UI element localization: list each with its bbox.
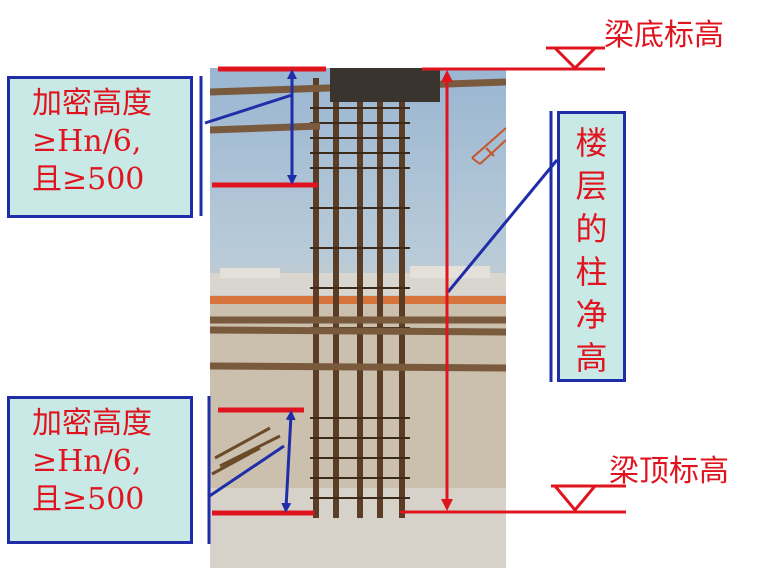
beam-top-elevation-label: 梁顶标高 — [609, 454, 729, 489]
clear-height-leader — [446, 159, 559, 293]
note-line: 加密高度 — [32, 86, 152, 121]
crane-icon — [471, 127, 506, 165]
label-char: 层 — [575, 167, 608, 205]
bottom-note-leader — [207, 444, 285, 499]
bottom-densification-note: 加密高度 ≥Hn/6, 且≥500 — [7, 396, 193, 544]
note-line: 加密高度 — [32, 406, 152, 441]
scaffold-pipes — [210, 78, 506, 372]
formwork-block — [330, 68, 440, 102]
label-char: 的 — [575, 210, 608, 248]
label-char: 净 — [575, 296, 608, 334]
note-line: 且≥500 — [32, 482, 145, 517]
top-note-leader — [204, 93, 293, 125]
note-line: 且≥500 — [32, 162, 145, 197]
column-vertical-bars — [313, 78, 405, 518]
label-char: 高 — [575, 339, 608, 377]
photo-illustration — [210, 68, 506, 568]
top-densification-note: 加密高度 ≥Hn/6, 且≥500 — [7, 76, 193, 218]
clear-height-label: 楼 层 的 柱 净 高 — [557, 111, 626, 382]
note-line: ≥Hn/6, — [32, 124, 142, 159]
bottom-dense-dimension-arrow — [281, 410, 296, 513]
scrap-rebar — [211, 426, 281, 476]
label-char: 楼 — [575, 124, 608, 162]
note-line: ≥Hn/6, — [32, 444, 142, 479]
label-char: 柱 — [575, 253, 608, 291]
rebar-column-photo — [210, 68, 506, 568]
beam-bottom-elevation-icon — [551, 46, 599, 71]
beam-top-elevation-icon — [551, 484, 599, 513]
beam-bottom-elevation-label: 梁底标高 — [604, 18, 724, 53]
